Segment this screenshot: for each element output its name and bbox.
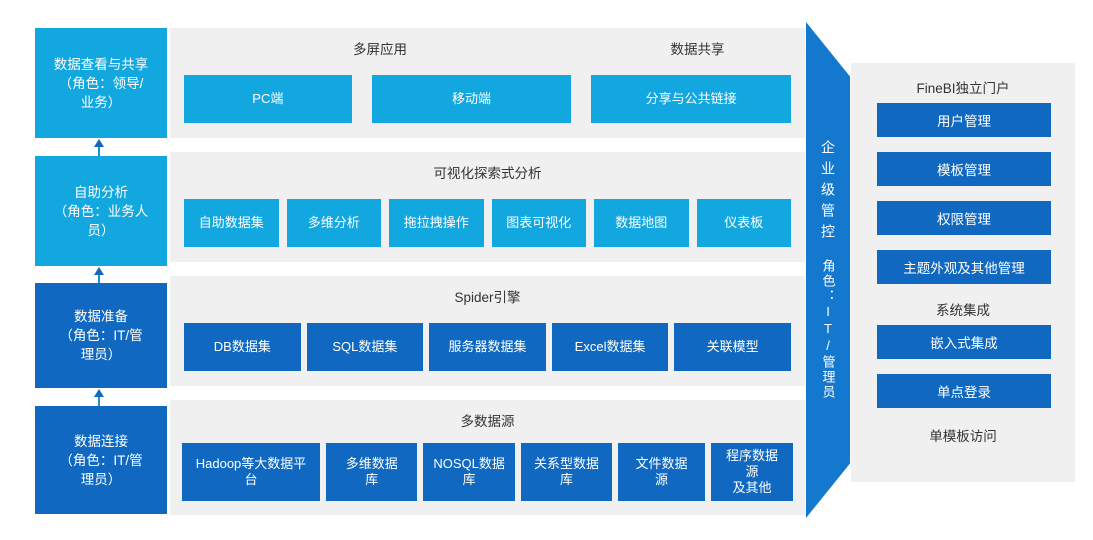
portal-button-theme-other-management[interactable]: 主题外观及其他管理 [877,250,1051,284]
tile-label-share-public-link: 分享与公共链接 [645,91,737,106]
tile-multidim-db[interactable]: 多维数据 库 [326,443,418,501]
role-label-self-service-analysis: 自助分析 （角色：业务人 员） [53,184,149,238]
panel-headings-datasource: 多数据源 [170,400,805,440]
tile-sql-dataset[interactable]: SQL数据集 [306,323,424,371]
role-label-data-preparation: 数据准备 （角色：IT/管 理员） [59,309,143,362]
tile-mobile[interactable]: 移动端 [371,75,572,123]
role-label-data-connection: 数据连接 （角色：IT/管 理员） [59,433,143,487]
role-arrow-up-1 [94,139,104,158]
tile-share-public-link[interactable]: 分享与公共链接 [591,75,791,123]
tile-label-sql-dataset: SQL数据集 [332,339,398,354]
ribbon-shape [806,22,850,518]
portal-label-theme-other-management: 主题外观及其他管理 [903,261,1025,276]
portal-button-embedded-integration[interactable]: 嵌入式集成 [877,325,1051,359]
enterprise-governance-ribbon[interactable]: 企业级管控 角色：IT/管理员 [806,22,850,518]
portal-section-title-finebi: FineBI独立门户 [916,81,1010,96]
ribbon-subtitle: 角色：IT/管理员 [820,259,836,400]
tile-label-nosql-db: NOSQL数据 库 [433,456,505,487]
ribbon-text-group: 企业级管控 角色：IT/管理员 [806,22,850,518]
role-arrow-up-3 [94,389,104,408]
tile-label-chart-visualization: 图表可视化 [506,215,572,230]
tile-row-visual: 自助数据集 多维分析 拖拉拽操作 图表可视化 数据地图 仪表板 [170,199,805,247]
panel-visual-analysis-layer: 可视化探索式分析 自助数据集 多维分析 拖拉拽操作 图表可视化 数据地图 仪表板 [170,152,805,262]
panel-spider-engine-layer: Spider引擎 DB数据集 SQL数据集 服务器数据集 Excel数据集 关联… [170,276,805,386]
tile-label-server-dataset: 服务器数据集 [448,339,527,354]
tile-row-application: PC端 移动端 分享与公共链接 [170,75,805,123]
panel-heading-multi-datasource: 多数据源 [460,414,515,429]
tile-label-dashboard: 仪表板 [724,215,764,230]
portal-label-template-management: 模板管理 [937,163,991,178]
tile-label-pc: PC端 [252,91,284,106]
tile-chart-visualization[interactable]: 图表可视化 [491,199,586,247]
tile-multidim-analysis[interactable]: 多维分析 [286,199,381,247]
role-box-data-connection[interactable]: 数据连接 （角色：IT/管 理员） [35,406,167,514]
panel-heading-multiscreen: 多屏应用 [353,42,407,57]
tile-nosql-db[interactable]: NOSQL数据 库 [423,443,515,501]
portal-label-user-management: 用户管理 [937,114,991,129]
role-box-data-preparation[interactable]: 数据准备 （角色：IT/管 理员） [35,283,167,388]
tile-label-program-datasource: 程序数据 源 及其他 [725,448,778,495]
tile-label-file-datasource: 文件数据 源 [635,456,688,487]
panel-heading-data-share: 数据共享 [670,42,725,57]
tile-label-data-map: 数据地图 [615,215,668,230]
tile-relation-model[interactable]: 关联模型 [674,323,791,371]
role-column: 数据查看与共享 （角色：领导/ 业务） 自助分析 （角色：业务人 员） 数据准备… [35,0,167,540]
tile-row-datasource: Hadoop等大数据平 台 多维数据 库 NOSQL数据 库 关系型数据 库 文… [170,443,805,501]
tile-file-datasource[interactable]: 文件数据 源 [618,443,705,501]
role-box-self-service-analysis[interactable]: 自助分析 （角色：业务人 员） [35,156,167,266]
portal-label-embedded-integration: 嵌入式集成 [930,336,998,351]
portal-button-permission-management[interactable]: 权限管理 [877,201,1051,235]
portal-button-user-management[interactable]: 用户管理 [877,103,1051,137]
tile-data-map[interactable]: 数据地图 [594,199,689,247]
tile-label-drag-drop: 拖拉拽操作 [403,215,469,230]
role-label-data-view-share: 数据查看与共享 （角色：领导/ 业务） [53,56,149,110]
tile-label-multidim-db: 多维数据 库 [345,456,398,487]
portal-panel: FineBI独立门户 用户管理 模板管理 权限管理 主题外观及其他管理 系统集成… [851,63,1075,482]
tile-label-relation-model: 关联模型 [706,339,759,354]
panel-headings-visual: 可视化探索式分析 [170,152,805,192]
panel-application-layer: 多屏应用 数据共享 PC端 移动端 分享与公共链接 [170,28,805,138]
portal-button-single-sign-on[interactable]: 单点登录 [877,374,1051,408]
tile-server-dataset[interactable]: 服务器数据集 [429,323,546,371]
tile-relational-db[interactable]: 关系型数据 库 [520,443,613,501]
portal-label-permission-management: 权限管理 [937,212,991,227]
tile-label-db-dataset: DB数据集 [213,339,271,354]
role-arrow-up-2 [94,267,104,286]
tile-row-spider: DB数据集 SQL数据集 服务器数据集 Excel数据集 关联模型 [170,323,805,371]
tile-label-excel-dataset: Excel数据集 [574,339,646,354]
ribbon-title: 企业级管控 [820,140,836,245]
panel-heading-spider-engine: Spider引擎 [454,290,521,305]
tile-drag-drop[interactable]: 拖拉拽操作 [389,199,484,247]
tile-label-mobile: 移动端 [451,91,491,106]
panel-data-source-layer: 多数据源 Hadoop等大数据平 台 多维数据 库 NOSQL数据 库 关系型数… [170,400,805,515]
panel-headings-spider: Spider引擎 [170,276,805,316]
tile-self-service-dataset[interactable]: 自助数据集 [184,199,279,247]
tile-db-dataset[interactable]: DB数据集 [184,323,301,371]
portal-label-single-sign-on: 单点登录 [937,385,991,400]
portal-section-title-system-integration: 系统集成 [936,303,990,318]
tile-label-hadoop-bigdata: Hadoop等大数据平 台 [195,456,307,487]
tile-label-relational-db: 关系型数据 库 [533,456,599,487]
tile-pc[interactable]: PC端 [184,75,352,123]
role-box-data-view-share[interactable]: 数据查看与共享 （角色：领导/ 业务） [35,28,167,138]
tile-hadoop-bigdata[interactable]: Hadoop等大数据平 台 [182,443,321,501]
panel-headings-application: 多屏应用 数据共享 [170,28,805,68]
panel-heading-visual-analysis: 可视化探索式分析 [433,166,542,181]
tile-label-self-service-dataset: 自助数据集 [198,215,264,230]
tile-program-datasource[interactable]: 程序数据 源 及其他 [710,443,793,501]
tile-label-multidim-analysis: 多维分析 [307,215,360,230]
tile-excel-dataset[interactable]: Excel数据集 [551,323,669,371]
portal-footer-single-template-access: 单模板访问 [929,429,997,444]
portal-button-template-management[interactable]: 模板管理 [877,152,1051,186]
tile-dashboard[interactable]: 仪表板 [696,199,791,247]
